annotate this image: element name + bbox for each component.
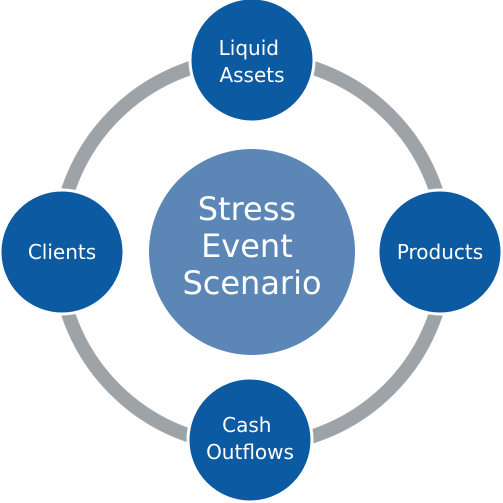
center-label-line-2: Event bbox=[201, 227, 293, 265]
center-label-line-3: Scenario bbox=[182, 264, 321, 302]
node-liquid-assets-line-2: Assets bbox=[219, 63, 284, 87]
node-liquid-assets-label: Liquid Assets bbox=[219, 36, 286, 87]
node-liquid-assets bbox=[188, 0, 316, 124]
center-label-line-1: Stress bbox=[198, 190, 296, 228]
node-products bbox=[376, 188, 503, 316]
node-clients-line-1: Clients bbox=[28, 240, 96, 264]
node-clients bbox=[0, 188, 126, 316]
node-cash-outflows-line-1: Cash bbox=[222, 413, 271, 437]
node-products-label: Products bbox=[397, 240, 483, 264]
node-clients-label: Clients bbox=[28, 240, 96, 264]
center-circle bbox=[149, 149, 355, 355]
center-label: Stress Event Scenario bbox=[182, 190, 321, 302]
node-cash-outflows bbox=[186, 376, 314, 503]
node-cash-outflows-line-2: Outflows bbox=[206, 440, 294, 464]
node-products-line-1: Products bbox=[397, 240, 483, 264]
node-cash-outflows-label: Cash Outflows bbox=[206, 413, 294, 464]
node-liquid-assets-line-1: Liquid bbox=[219, 36, 279, 60]
